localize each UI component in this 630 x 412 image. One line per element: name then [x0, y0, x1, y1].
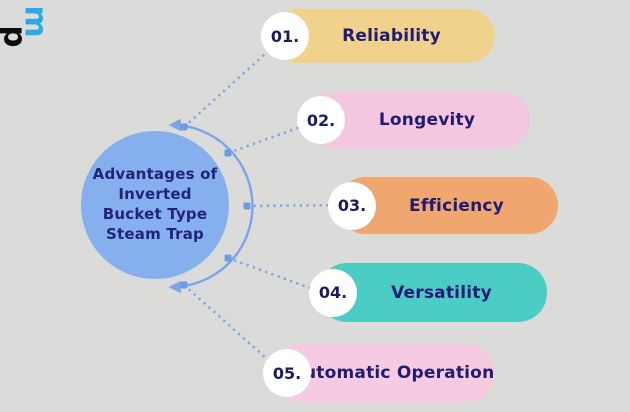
arc-node-5: [180, 281, 188, 289]
advantage-label: Efficiency: [409, 195, 504, 216]
advantage-label: Reliability: [342, 26, 441, 46]
advantage-pill-reliability: 01. Reliability: [261, 9, 495, 63]
arc-node-1: [180, 123, 188, 131]
step-number-badge-5: 05.: [263, 349, 311, 397]
advantage-pill-versatility: 04. Versatility: [309, 263, 547, 322]
arc-node-2: [224, 149, 232, 157]
step-number-text: 05.: [272, 363, 302, 383]
step-number-badge-2: 02.: [297, 96, 345, 144]
advantage-pill-longevity: 02. Longevity: [297, 92, 530, 148]
brand-logo: m p: [0, 4, 58, 62]
step-number-badge-4: 04.: [309, 268, 357, 317]
advantage-pill-efficiency: 03. Efficiency: [328, 177, 558, 234]
arc-node-4: [224, 254, 232, 262]
circle-arc: [168, 118, 254, 294]
arc-node-3: [243, 202, 251, 210]
step-number-badge-3: 03.: [328, 181, 376, 230]
advantage-label: Longevity: [378, 110, 476, 130]
dotted-connector-4: [227, 256, 322, 294]
step-number-text: 04.: [318, 283, 348, 302]
step-number-badge-1: 01.: [261, 12, 309, 60]
step-number-text: 01.: [270, 26, 300, 46]
advantage-label: Versatility: [391, 282, 492, 303]
advantage-pill-automatic-operation: 05. Automatic Operation: [263, 344, 495, 402]
central-topic-circle: Advantages of Inverted Bucket Type Steam…: [81, 131, 229, 279]
logo-letter-p: p: [0, 25, 33, 48]
step-number-text: 02.: [306, 110, 336, 130]
advantage-label: Automatic Operation: [290, 363, 495, 383]
central-topic-title: Advantages of Inverted Bucket Type Steam…: [92, 165, 218, 243]
step-number-text: 03.: [337, 196, 367, 215]
